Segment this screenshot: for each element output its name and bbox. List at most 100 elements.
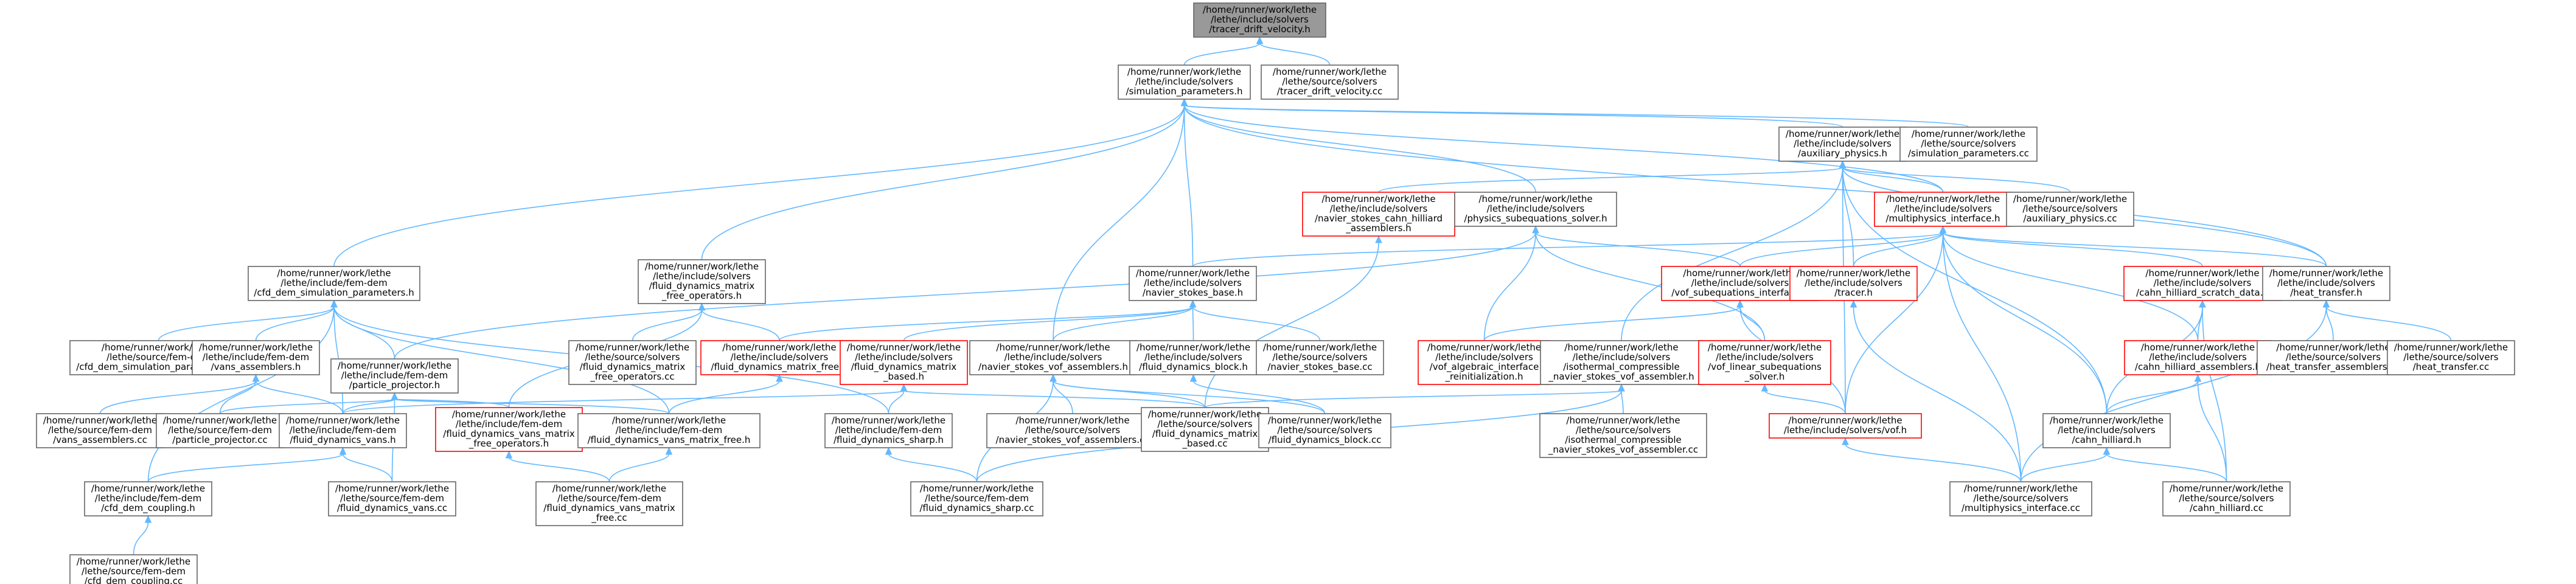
edge-arrowhead (1189, 299, 1197, 308)
edge-arrowhead (330, 299, 338, 308)
edge-line (1183, 105, 1536, 193)
node-tracer-drift-velocity-cc[interactable]: /home/runner/work/lethe/lethe/source/sol… (1261, 64, 1399, 100)
node-box (1540, 340, 1703, 385)
node-box (1454, 192, 1617, 227)
node-label-line: /home/runner/work/lethe (1797, 268, 1910, 279)
node-label-line: /vof_algebraic_interface (1430, 361, 1539, 373)
node-cfd-dem-simulation-parameters-h[interactable]: /home/runner/work/lethe/lethe/include/fe… (248, 266, 420, 301)
node-label-line: /multiphysics_interface.h (1885, 213, 2000, 224)
node-box (69, 554, 198, 584)
node-particle-projector-cc[interactable]: /home/runner/work/lethe/lethe/source/fem… (156, 413, 284, 448)
node-box (192, 340, 320, 375)
node-label-line: /fluid_dynamics_vans_matrix (443, 428, 575, 440)
node-navier-stokes-base-h[interactable]: /home/runner/work/lethe/lethe/include/so… (1129, 266, 1257, 301)
edge-arrowhead (2322, 299, 2330, 308)
node-label-line: /home/runner/work/lethe (277, 268, 391, 279)
edge-arrowhead (2194, 374, 2202, 382)
node-label-line: /lethe/source/fem-dem (340, 493, 444, 504)
node-fluid-dynamics-vans-h[interactable]: /home/runner/work/lethe/lethe/include/fe… (279, 413, 407, 448)
node-fluid-dynamics-sharp-h[interactable]: /home/runner/work/lethe/lethe/include/fe… (824, 413, 953, 448)
edge-line (1739, 232, 1944, 267)
node-fluid-dynamics-block-cc[interactable]: /home/runner/work/lethe/lethe/source/sol… (1258, 413, 1391, 448)
node-vans-assemblers-h[interactable]: /home/runner/work/lethe/lethe/include/fe… (192, 340, 320, 375)
node-label-line: /lethe/source/solvers (1921, 138, 2016, 149)
node-label-line: /home/runner/work/lethe (1886, 193, 2000, 204)
edge-line (333, 306, 344, 414)
edge-line (1192, 306, 1321, 341)
node-multiphysics-interface-h[interactable]: /home/runner/work/lethe/lethe/include/so… (1874, 192, 2012, 227)
edge-line (1192, 380, 1326, 414)
edge-simulation-parameters-h-to-navier-stokes-vof-assemblers-h (1053, 98, 1188, 341)
node-ns-cahn-hilliard-assemblers-h[interactable]: /home/runner/work/lethe/lethe/include/so… (1302, 192, 1455, 237)
node-fluid-dynamics-vans-matrix-free-h[interactable]: /home/runner/work/lethe/lethe/include/fe… (577, 413, 761, 448)
node-label-line: /heat_transfer.h (2290, 287, 2362, 299)
node-heat-transfer-assemblers-cc[interactable]: /home/runner/work/lethe/lethe/source/sol… (2257, 340, 2410, 375)
edge-arrowhead (1375, 235, 1382, 243)
edge-line (1192, 232, 1944, 267)
node-fluid-dynamics-block-h[interactable]: /home/runner/work/lethe/lethe/include/so… (1129, 340, 1258, 375)
node-label-line: /fluid_dynamics_vans_matrix (543, 502, 675, 514)
node-cfd-dem-coupling-h[interactable]: /home/runner/work/lethe/lethe/include/fe… (84, 481, 212, 516)
node-label-line: /cahn_hilliard_assemblers.h (2135, 361, 2261, 373)
node-navier-stokes-vof-assemblers-h[interactable]: /home/runner/work/lethe/lethe/include/so… (969, 340, 1137, 375)
node-simulation-parameters-h[interactable]: /home/runner/work/lethe/lethe/include/so… (1118, 64, 1251, 100)
node-label-line: /lethe/include/solvers (1794, 138, 1892, 149)
node-multiphysics-interface-cc[interactable]: /home/runner/work/lethe/lethe/source/sol… (1949, 481, 2092, 516)
node-cahn-hilliard-scratch-data-h[interactable]: /home/runner/work/lethe/lethe/include/so… (2123, 266, 2282, 301)
node-label-line: /home/runner/work/lethe (1268, 415, 1382, 426)
node-label-line: /home/runner/work/lethe (2050, 415, 2163, 426)
node-label-line: /multiphysics_interface.cc (1962, 502, 2080, 514)
node-fluid-dynamics-matrix-free-h[interactable]: /home/runner/work/lethe/lethe/include/so… (700, 340, 858, 375)
node-box (568, 340, 697, 385)
node-physics-subequations-solver-h[interactable]: /home/runner/work/lethe/lethe/include/so… (1454, 192, 1617, 227)
edge-line (1204, 390, 1622, 408)
node-fluid-dynamics-matrix-based-h[interactable]: /home/runner/work/lethe/lethe/include/so… (840, 340, 968, 385)
node-auxiliary-physics-h[interactable]: /home/runner/work/lethe/lethe/include/so… (1778, 127, 1907, 162)
node-box (910, 481, 1043, 516)
node-label-line: /lethe/include/solvers (1435, 352, 1533, 363)
node-fluid-dynamics-matrix-free-operators-h[interactable]: /home/runner/work/lethe/lethe/include/so… (638, 259, 766, 304)
node-label-line: /fluid_dynamics_vans_matrix_free.h (588, 434, 751, 446)
node-auxiliary-physics-cc[interactable]: /home/runner/work/lethe/lethe/source/sol… (2006, 192, 2134, 227)
node-fluid-dynamics-vans-matrix-free-operators-h[interactable]: /home/runner/work/lethe/lethe/include/fe… (435, 407, 583, 452)
node-vans-assemblers-cc[interactable]: /home/runner/work/lethe/lethe/source/fem… (36, 413, 164, 448)
node-heat-transfer-cc[interactable]: /home/runner/work/lethe/lethe/source/sol… (2387, 340, 2515, 375)
node-box (2123, 266, 2282, 301)
edge-line (1053, 105, 1185, 341)
node-isothermal-compressible-ns-vof-assembler-h[interactable]: /home/runner/work/lethe/lethe/include/so… (1540, 340, 1703, 385)
node-cahn-hilliard-h[interactable]: /home/runner/work/lethe/lethe/include/so… (2042, 413, 2171, 448)
node-fluid-dynamics-vans-matrix-free-cc[interactable]: /home/runner/work/lethe/lethe/source/fem… (535, 481, 683, 526)
edge-line (1942, 232, 2022, 482)
node-cahn-hilliard-cc[interactable]: /home/runner/work/lethe/lethe/source/sol… (2162, 481, 2291, 516)
node-label-line: /fluid_dynamics_matrix_free.h (711, 361, 848, 373)
node-fluid-dynamics-sharp-cc[interactable]: /home/runner/work/lethe/lethe/source/fem… (910, 481, 1043, 516)
node-heat-transfer-h[interactable]: /home/runner/work/lethe/lethe/include/so… (2262, 266, 2390, 301)
node-cahn-hilliard-assemblers-h[interactable]: /home/runner/work/lethe/lethe/include/so… (2124, 340, 2272, 375)
node-fluid-dynamics-matrix-based-cc[interactable]: /home/runner/work/lethe/lethe/source/sol… (1141, 407, 1269, 452)
node-cfd-dem-coupling-cc[interactable]: /home/runner/work/lethe/lethe/source/fem… (69, 554, 198, 584)
edge-fluid-dynamics-matrix-based-h-to-fluid-dynamics-matrix-based-cc (900, 383, 1206, 408)
node-label-line: /cfd_dem_coupling.cc (85, 575, 183, 584)
node-label-line: /home/runner/work/lethe (1788, 415, 1902, 426)
node-vof-linear-subequations-solver-h[interactable]: /home/runner/work/lethe/lethe/include/so… (1698, 340, 1831, 385)
edge-tracer-drift-velocity-h-to-simulation-parameters-h (1183, 36, 1264, 66)
node-vof-algebraic-interface-reinitialization-h[interactable]: /home/runner/work/lethe/lethe/include/so… (1418, 340, 1551, 385)
node-fluid-dynamics-vans-cc[interactable]: /home/runner/work/lethe/lethe/source/fem… (328, 481, 456, 516)
node-isothermal-compressible-ns-vof-assembler-cc[interactable]: /home/runner/work/lethe/lethe/source/sol… (1539, 413, 1707, 458)
node-simulation-parameters-cc[interactable]: /home/runner/work/lethe/lethe/source/sol… (1899, 127, 2038, 162)
node-tracer-h[interactable]: /home/runner/work/lethe/lethe/include/so… (1789, 266, 1918, 301)
node-label-line: /home/runner/work/lethe (576, 342, 689, 353)
node-navier-stokes-base-cc[interactable]: /home/runner/work/lethe/lethe/source/sol… (1256, 340, 1384, 375)
node-vof-h[interactable]: /home/runner/work/lethe/lethe/include/so… (1769, 413, 1922, 439)
node-fluid-dynamics-matrix-free-operators-cc[interactable]: /home/runner/work/lethe/lethe/source/sol… (568, 340, 697, 385)
edge-cahn-hilliard-h-to-multiphysics-interface-cc (2020, 447, 2111, 482)
node-box (1778, 127, 1907, 162)
node-particle-projector-h[interactable]: /home/runner/work/lethe/lethe/include/fe… (330, 358, 459, 394)
edge-arrowhead (1618, 383, 1625, 392)
node-box (1949, 481, 2092, 516)
node-navier-stokes-vof-assemblers-cc[interactable]: /home/runner/work/lethe/lethe/source/sol… (986, 413, 1159, 448)
node-label-line: _navier_stokes_vof_assembler.cc (1548, 444, 1698, 456)
node-label-line: /lethe/include/solvers (1004, 352, 1102, 363)
edge-line (1053, 380, 1073, 414)
